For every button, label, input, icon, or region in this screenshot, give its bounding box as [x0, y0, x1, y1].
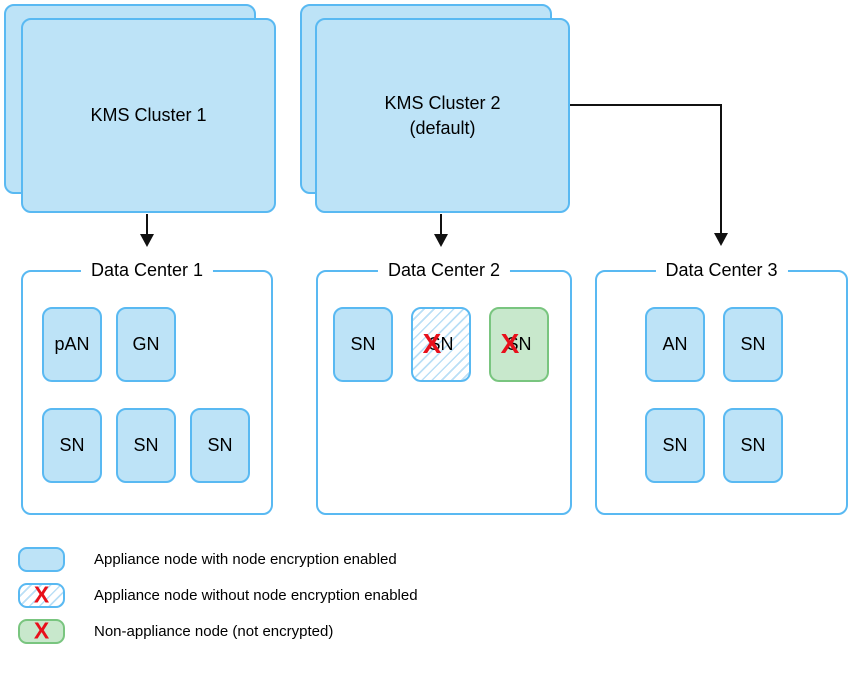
node-label: AN: [662, 334, 688, 354]
node-row: pAN GN: [23, 307, 271, 382]
legend-item-non-appliance: X Non-appliance node (not encrypted): [18, 619, 333, 644]
node-label: SN: [740, 435, 766, 455]
kms-cluster-2-label: KMS Cluster 2: [384, 92, 501, 113]
node-sn-appliance-encrypted: SN: [723, 408, 783, 483]
data-center-1-nodes: pAN GN SN SN SN: [23, 272, 271, 513]
legend-swatch-unencrypted: X: [18, 583, 65, 608]
node-pan-appliance-encrypted: pAN: [42, 307, 102, 382]
red-x-icon: X: [33, 581, 50, 608]
legend-item-unencrypted: X Appliance node without node encryption…: [18, 583, 418, 608]
red-x-icon: X: [422, 327, 442, 359]
node-sn-appliance-encrypted: SN: [333, 307, 393, 382]
data-center-1-box: Data Center 1 pAN GN SN SN SN: [21, 260, 273, 515]
node-sn-appliance-encrypted: SN: [645, 408, 705, 483]
node-sn-appliance-encrypted: SN: [723, 307, 783, 382]
data-center-3-nodes: AN SN SN SN: [597, 272, 846, 513]
arrow-head-icon: [140, 234, 154, 247]
node-row: AN SN: [597, 307, 846, 382]
node-gn-appliance-encrypted: GN: [116, 307, 176, 382]
node-row: SN SN SN: [23, 408, 271, 483]
data-center-3-box: Data Center 3 AN SN SN SN: [595, 260, 848, 515]
node-sn-appliance-encrypted: SN: [116, 408, 176, 483]
kms-cluster-1-label: KMS Cluster 1: [90, 105, 207, 125]
red-x-icon: X: [33, 617, 50, 644]
arrow-head-icon: [714, 233, 728, 246]
arrow-head-icon: [434, 234, 448, 247]
node-label: SN: [133, 435, 159, 455]
legend-label-encrypted: Appliance node with node encryption enab…: [94, 551, 397, 568]
node-label: SN: [740, 334, 766, 354]
data-center-1-title: Data Center 1: [80, 260, 214, 281]
node-label: SN: [59, 435, 85, 455]
data-center-3-title: Data Center 3: [655, 260, 788, 281]
node-sn-appliance-encrypted: SN: [42, 408, 102, 483]
legend-swatch-non-appliance: X: [18, 619, 65, 644]
kms-cluster-2-sublabel: (default): [409, 117, 476, 138]
node-label: pAN: [54, 334, 90, 354]
arrow-shaft: [146, 214, 148, 236]
legend-label-non-appliance: Non-appliance node (not encrypted): [94, 623, 334, 640]
node-an-appliance-encrypted: AN: [645, 307, 705, 382]
node-sn-appliance-encrypted: SN: [190, 408, 250, 483]
node-label: SN: [662, 435, 688, 455]
arrow-shaft-horizontal: [570, 104, 722, 106]
node-row: SN SN: [597, 408, 846, 483]
red-x-icon: X: [500, 327, 520, 359]
arrow-shaft: [440, 214, 442, 236]
kms-cluster-1-box: KMS Cluster 1: [21, 18, 276, 213]
legend-swatch-encrypted: [18, 547, 65, 572]
legend-label-unencrypted: Appliance node without node encryption e…: [94, 587, 418, 604]
node-label: SN: [506, 334, 532, 354]
legend-item-encrypted: Appliance node with node encryption enab…: [18, 547, 397, 572]
kms-cluster-2-box: KMS Cluster 2 (default): [315, 18, 570, 213]
node-label: SN: [207, 435, 233, 455]
node-label: SN: [350, 334, 376, 354]
node-label: GN: [132, 334, 160, 354]
node-label: SN: [428, 334, 454, 354]
arrow-shaft-vertical: [720, 104, 722, 234]
data-center-2-title: Data Center 2: [377, 260, 511, 281]
